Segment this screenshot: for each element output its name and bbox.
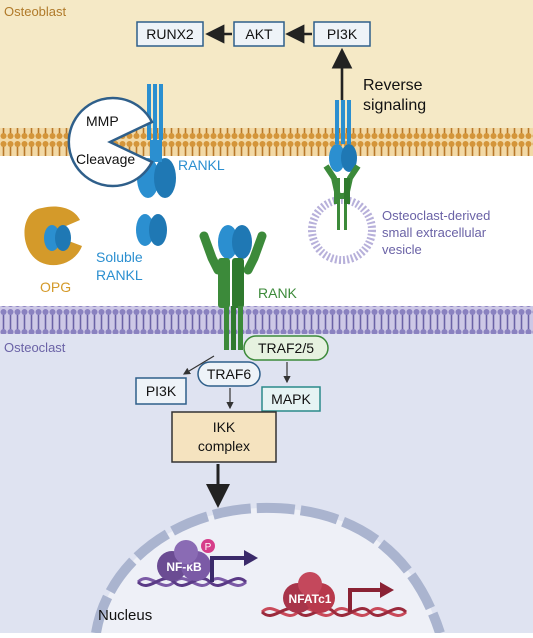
svg-text:complex: complex	[198, 438, 250, 454]
extracellular-vesicle-icon	[308, 196, 376, 264]
svg-text:MAPK: MAPK	[271, 391, 311, 407]
soluble-rankl-label-2: RANKL	[96, 267, 143, 283]
phospho-badge: P	[201, 539, 215, 553]
osteoblast-region	[0, 0, 533, 128]
vesicle-label-3: vesicle	[382, 242, 422, 257]
soluble-rankl-icon	[136, 214, 167, 246]
nfkb-protein-icon	[157, 540, 211, 581]
opg-icon	[24, 206, 82, 266]
svg-text:IKK: IKK	[213, 419, 236, 435]
svg-text:TRAF6: TRAF6	[207, 366, 252, 382]
svg-text:AKT: AKT	[245, 26, 273, 42]
mapk-box: MAPK	[261, 386, 321, 412]
opg-label: OPG	[40, 279, 71, 295]
dna-strand-nfkb	[136, 577, 248, 587]
svg-text:PI3K: PI3K	[146, 383, 177, 399]
cleavage-label: Cleavage	[76, 151, 135, 167]
nfatc1-transcription-arrow	[348, 588, 382, 612]
nucleus	[91, 502, 445, 635]
vesicle-rank-rankl-icon	[323, 100, 361, 230]
nucleus-label: Nucleus	[98, 607, 152, 624]
osteoclast-membrane	[0, 306, 533, 334]
soluble-rankl-label-1: Soluble	[96, 249, 143, 265]
reverse-signaling-label-2: signaling	[363, 97, 426, 114]
akt-box: AKT	[233, 21, 285, 47]
svg-text:P: P	[205, 542, 212, 553]
mmp-enzyme-icon	[67, 96, 154, 188]
mmp-label: MMP	[86, 113, 119, 129]
nfkb-transcription-arrow	[210, 556, 246, 582]
pi3k-bottom-box: PI3K	[135, 377, 187, 405]
nfatc1-protein-icon	[283, 572, 335, 613]
osteoblast-label: Osteoblast	[4, 4, 67, 19]
vesicle-label-2: small extracellular	[382, 225, 487, 240]
ikk-complex-box: IKK complex	[171, 411, 277, 463]
svg-text:RUNX2: RUNX2	[146, 26, 194, 42]
nfkb-arrowhead-icon	[244, 550, 258, 566]
osteoclast-label: Osteoclast	[4, 340, 66, 355]
svg-text:PI3K: PI3K	[327, 26, 358, 42]
traf25-node: TRAF2/5	[243, 335, 329, 361]
dna-strand-nfatc1	[260, 607, 408, 617]
nfatc1-label: NFATc1	[289, 592, 332, 606]
nfatc1-arrowhead-icon	[380, 582, 394, 598]
nfkb-label: NF-κB	[166, 560, 202, 574]
pi3k-top-box: PI3K	[313, 21, 371, 47]
svg-text:TRAF2/5: TRAF2/5	[258, 340, 314, 356]
traf6-node: TRAF6	[197, 361, 261, 387]
rankl-label: RANKL	[178, 157, 225, 173]
arrow-to-pi3k	[182, 355, 215, 375]
rank-receptor-icon	[199, 225, 267, 350]
extracellular-space	[0, 156, 533, 306]
reverse-signaling-label-1: Reverse	[363, 77, 423, 94]
runx2-box: RUNX2	[136, 21, 204, 47]
vesicle-label-1: Osteoclast-derived	[382, 208, 490, 223]
rank-label: RANK	[258, 285, 298, 301]
